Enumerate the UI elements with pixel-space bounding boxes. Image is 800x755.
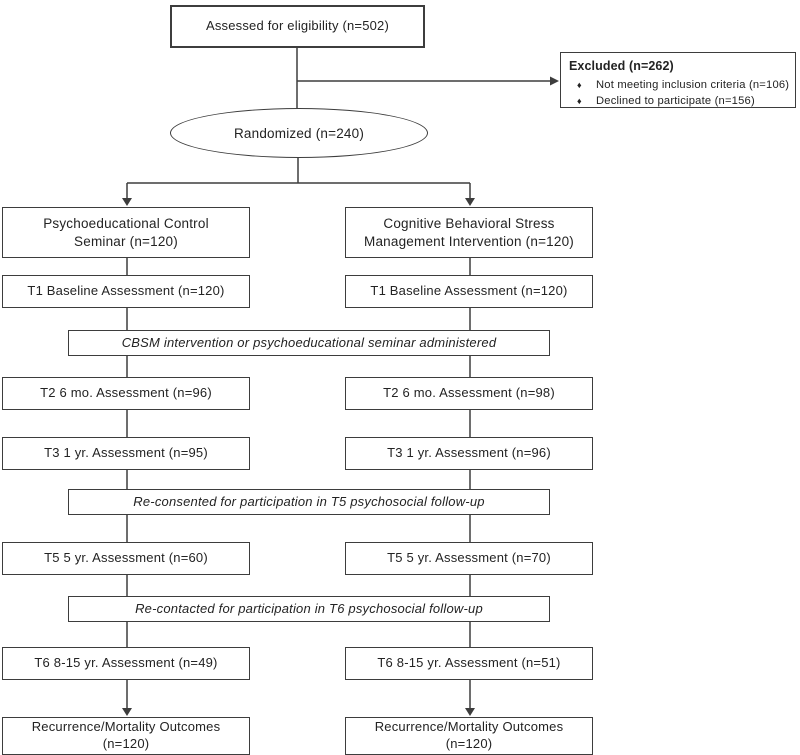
- right-outcome-line2: (n=120): [445, 736, 493, 751]
- right-arm-header-line2: Management Intervention (n=120): [364, 233, 574, 249]
- right-t6-box: T6 8-15 yr. Assessment (n=51): [345, 647, 593, 680]
- left-t6-label: T6 8-15 yr. Assessment (n=49): [34, 655, 218, 671]
- right-arm-header-line1: Cognitive Behavioral Stress: [383, 215, 555, 231]
- arrow-to-excluded: [550, 76, 559, 86]
- arrow-to-right-outcome: [465, 708, 475, 716]
- right-t3-label: T3 1 yr. Assessment (n=96): [387, 445, 551, 461]
- randomized-ellipse: Randomized (n=240): [170, 108, 428, 158]
- right-t5-box: T5 5 yr. Assessment (n=70): [345, 542, 593, 575]
- right-t2-label: T2 6 mo. Assessment (n=98): [383, 385, 555, 401]
- recontacted-label: Re-contacted for participation in T6 psy…: [135, 600, 483, 616]
- left-outcome-box: Recurrence/Mortality Outcomes (n=120): [2, 717, 250, 755]
- right-t2-box: T2 6 mo. Assessment (n=98): [345, 377, 593, 410]
- left-t5-label: T5 5 yr. Assessment (n=60): [44, 550, 208, 566]
- right-t6-label: T6 8-15 yr. Assessment (n=51): [377, 655, 561, 671]
- recontacted-box: Re-contacted for participation in T6 psy…: [68, 596, 550, 622]
- right-t3-box: T3 1 yr. Assessment (n=96): [345, 437, 593, 470]
- left-t5-box: T5 5 yr. Assessment (n=60): [2, 542, 250, 575]
- right-outcome-line1: Recurrence/Mortality Outcomes: [374, 719, 564, 735]
- left-arm-header-line1: Psychoeducational Control: [43, 215, 209, 231]
- arrow-to-right-arm: [465, 198, 475, 206]
- left-arm-header-box: Psychoeducational Control Seminar (n=120…: [2, 207, 250, 258]
- right-t1-label: T1 Baseline Assessment (n=120): [370, 283, 568, 299]
- left-outcome-line2: (n=120): [102, 736, 150, 751]
- left-t3-label: T3 1 yr. Assessment (n=95): [44, 445, 208, 461]
- diamond-bullet-icon: ♦: [577, 80, 582, 91]
- intervention-administered-box: CBSM intervention or psychoeducational s…: [68, 330, 550, 356]
- left-t1-box: T1 Baseline Assessment (n=120): [2, 275, 250, 308]
- assessed-label: Assessed for eligibility (n=502): [205, 18, 390, 34]
- left-t2-label: T2 6 mo. Assessment (n=96): [40, 385, 212, 401]
- reconsented-label: Re-consented for participation in T5 psy…: [133, 493, 485, 509]
- left-t6-box: T6 8-15 yr. Assessment (n=49): [2, 647, 250, 680]
- reconsented-box: Re-consented for participation in T5 psy…: [68, 489, 550, 515]
- arrow-to-left-outcome: [122, 708, 132, 716]
- excluded-item: ♦ Declined to participate (n=156): [569, 93, 755, 109]
- diamond-bullet-icon: ♦: [577, 96, 582, 107]
- arrow-to-left-arm: [122, 198, 132, 206]
- excluded-item-label: Not meeting inclusion criteria (n=106): [596, 79, 790, 92]
- left-arm-header-line2: Seminar (n=120): [74, 233, 178, 249]
- left-t3-box: T3 1 yr. Assessment (n=95): [2, 437, 250, 470]
- right-t5-label: T5 5 yr. Assessment (n=70): [387, 550, 551, 566]
- left-t2-box: T2 6 mo. Assessment (n=96): [2, 377, 250, 410]
- right-outcome-box: Recurrence/Mortality Outcomes (n=120): [345, 717, 593, 755]
- randomized-label: Randomized (n=240): [233, 125, 365, 141]
- left-t1-label: T1 Baseline Assessment (n=120): [27, 283, 225, 299]
- left-outcome-line1: Recurrence/Mortality Outcomes: [31, 719, 221, 735]
- excluded-item-label: Declined to participate (n=156): [596, 95, 755, 108]
- right-t1-box: T1 Baseline Assessment (n=120): [345, 275, 593, 308]
- excluded-title: Excluded (n=262): [569, 59, 674, 73]
- excluded-box: Excluded (n=262) ♦ Not meeting inclusion…: [560, 52, 796, 108]
- intervention-administered-label: CBSM intervention or psychoeducational s…: [121, 334, 497, 350]
- right-arm-header-box: Cognitive Behavioral Stress Management I…: [345, 207, 593, 258]
- assessed-box: Assessed for eligibility (n=502): [170, 5, 425, 48]
- excluded-item: ♦ Not meeting inclusion criteria (n=106): [569, 77, 789, 93]
